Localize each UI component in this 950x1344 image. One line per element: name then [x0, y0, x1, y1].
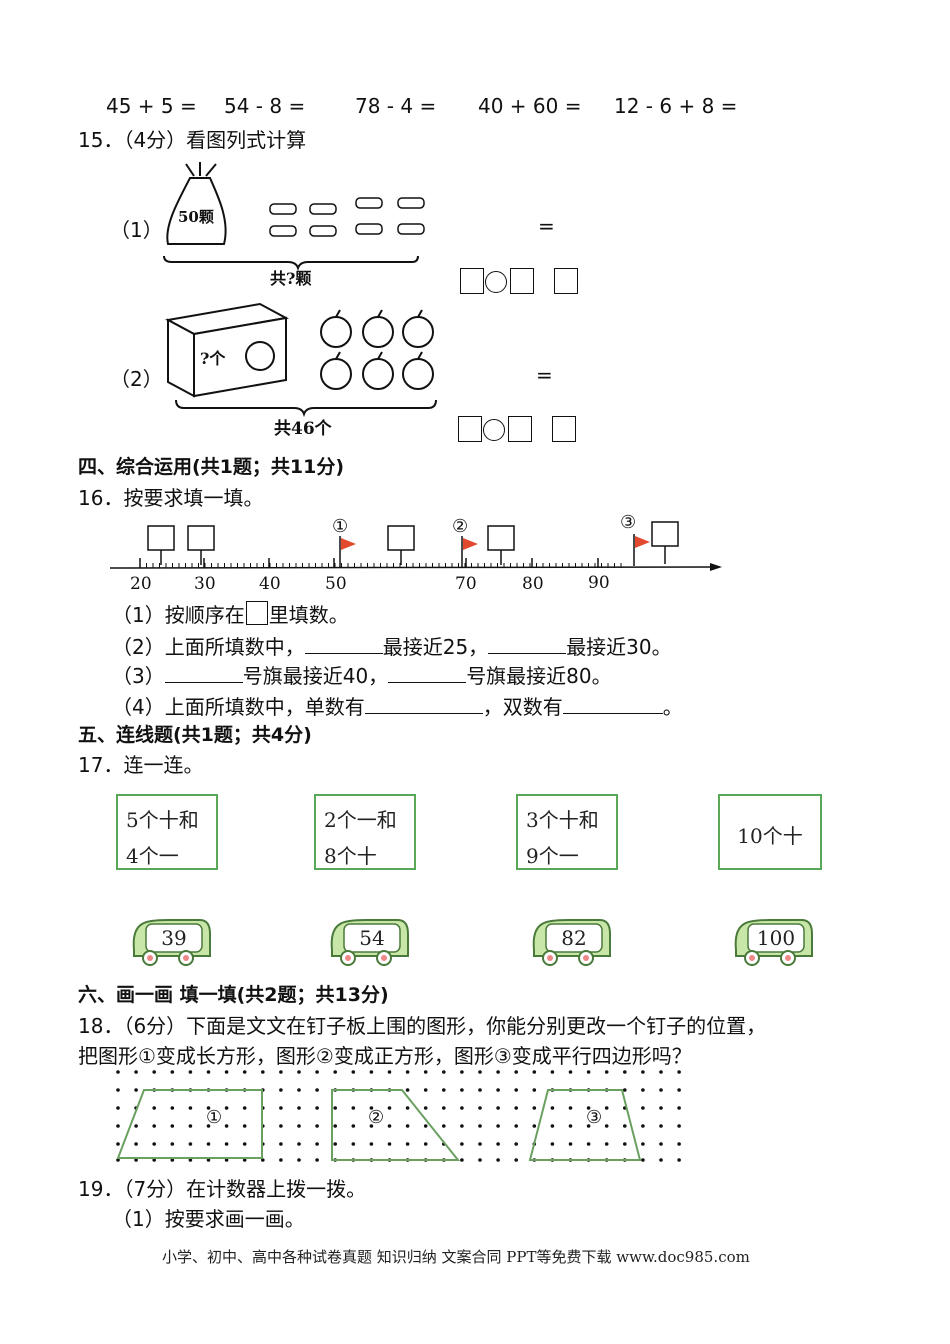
answer-blank[interactable]: [488, 653, 567, 654]
q19-title: 19．（7分）在计数器上拨一拨。: [78, 1177, 367, 1201]
tick-label: 70: [455, 574, 477, 594]
q16-title: 16．按要求填一填。: [78, 486, 264, 510]
shape-1: [116, 1089, 263, 1159]
tick-label: 20: [130, 574, 152, 594]
tick-label: 50: [325, 574, 347, 594]
operator-circle[interactable]: [485, 271, 507, 293]
car-icon[interactable]: 100: [730, 916, 816, 974]
section-5-title: 五、连线题(共1题；共4分): [78, 724, 312, 746]
q15-part2-label: （2）: [110, 367, 163, 391]
car-icon[interactable]: 54: [326, 916, 412, 974]
candy-bag-icon: 50颗: [166, 162, 227, 245]
answer-box[interactable]: [458, 416, 482, 442]
svg-text:①: ①: [332, 516, 348, 537]
answer-blank[interactable]: [364, 713, 483, 714]
tick-label: 40: [259, 574, 281, 594]
svg-text:③: ③: [620, 512, 636, 533]
arith-item: 12 - 6 + 8 =: [614, 94, 738, 118]
pegboard: ① ② ③: [116, 1070, 681, 1162]
number-line: 20 30 40 50 70 80 90 ① ② ③: [109, 512, 722, 594]
answer-box[interactable]: [552, 416, 576, 442]
page-footer: 小学、初中、高中各种试卷真题 知识归纳 文案合同 PPT等免费下载 www.do…: [162, 1248, 750, 1266]
candy-illustration: 50颗 共?颗: [163, 162, 425, 288]
flag-icon: ②: [452, 516, 478, 568]
brace: [163, 255, 419, 272]
q15-part1-equals: =: [538, 214, 555, 238]
q15-part2-equals: =: [536, 363, 553, 387]
q15-title: 15．（4分）看图列式计算: [78, 128, 307, 152]
apples-icon: [320, 309, 434, 390]
match-card[interactable]: 10个十: [718, 794, 822, 870]
answer-box[interactable]: [508, 416, 532, 442]
answer-blank[interactable]: [562, 713, 663, 714]
tick-label: 90: [588, 573, 610, 593]
shape-label: ②: [368, 1107, 384, 1128]
box-icon: ?个: [164, 302, 290, 398]
operator-circle[interactable]: [483, 419, 505, 441]
svg-text:②: ②: [452, 516, 468, 537]
q18-line1: 18．（6分）下面是文文在钉子板上围的图形，你能分别更改一个钉子的位置，: [78, 1014, 767, 1038]
shape-label: ③: [586, 1107, 602, 1128]
shape-3: [528, 1089, 642, 1161]
car-number: 39: [161, 926, 186, 950]
flag-icon: ③: [620, 512, 650, 566]
box-label: ?个: [200, 349, 226, 368]
answer-blank[interactable]: [388, 682, 467, 683]
total-label: 共46个: [274, 418, 333, 439]
section-4-title: 四、综合运用(共1题；共11分): [78, 456, 345, 478]
arith-item: 54 - 8 =: [224, 94, 306, 118]
answer-box[interactable]: [510, 268, 534, 294]
arith-item: 40 + 60 =: [478, 94, 582, 118]
candies-icon: [269, 197, 425, 237]
car-number: 100: [757, 926, 795, 950]
car-number: 54: [359, 926, 384, 950]
q17-title: 17．连一连。: [78, 753, 204, 777]
section-6-title: 六、画一画 填一填(共2题；共13分): [78, 984, 389, 1006]
q19-sub1: （1）按要求画一画。: [112, 1207, 305, 1231]
flag-icon: ①: [332, 516, 356, 568]
brace: [175, 399, 437, 418]
q16-sub2: （2）上面所填数中，最接近25，最接近30。: [112, 635, 672, 659]
total-label: 共?颗: [270, 269, 311, 288]
q16-sub1: （1）按顺序在里填数。: [112, 601, 349, 627]
car-icon[interactable]: 39: [128, 916, 214, 974]
tick-label: 80: [522, 574, 544, 594]
answer-box[interactable]: [460, 268, 484, 294]
inline-box: [245, 601, 268, 625]
arrow-icon: [710, 563, 722, 571]
car-number: 82: [561, 926, 586, 950]
answer-blank[interactable]: [304, 653, 383, 654]
arith-item: 45 + 5 =: [106, 94, 197, 118]
answer-blank[interactable]: [164, 682, 243, 683]
arith-item: 78 - 4 =: [355, 94, 437, 118]
shape-2: [331, 1089, 461, 1161]
q15-part1-label: （1）: [110, 218, 163, 242]
q16-sub4: （4）上面所填数中，单数有，双数有。: [112, 695, 683, 719]
answer-box[interactable]: [554, 268, 578, 294]
car-icon[interactable]: 82: [528, 916, 614, 974]
bag-label: 50颗: [178, 208, 214, 226]
tick-label: 30: [194, 574, 216, 594]
apple-illustration: ?个 共46个: [164, 302, 437, 439]
fill-boxes: [147, 521, 679, 565]
shape-label: ①: [206, 1107, 222, 1128]
q18-line2: 把图形①变成长方形，图形②变成正方形，图形③变成平行四边形吗？: [78, 1044, 692, 1068]
q16-sub3: （3）号旗最接近40，号旗最接近80。: [112, 664, 612, 688]
